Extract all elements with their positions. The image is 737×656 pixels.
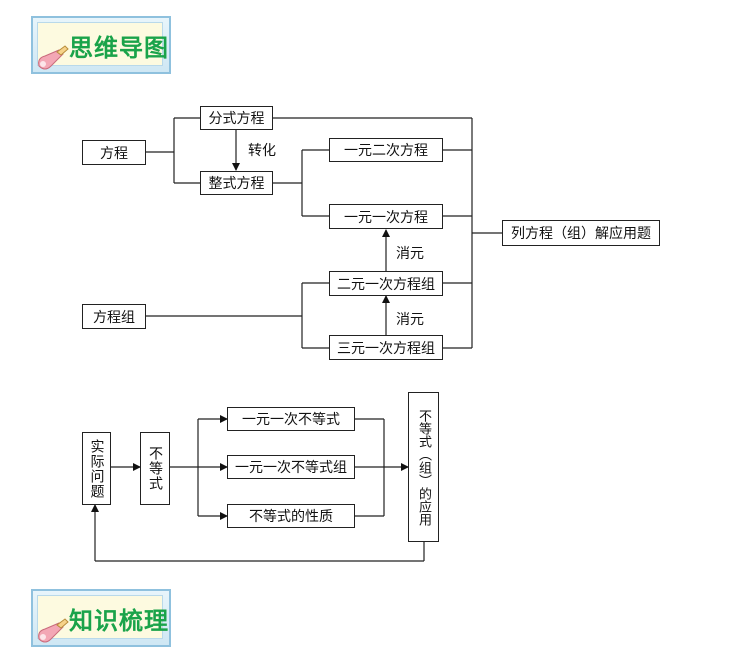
node-yiyuan-erci: 一元二次方程 [329,138,443,162]
node-sanyuan-fangchengzu: 三元一次方程组 [329,335,443,360]
node-zhengshi-fangcheng: 整式方程 [200,171,273,195]
pencil-icon [38,618,69,643]
node-shiji-wenti: 实际问题 [82,432,111,505]
label-xiaoyuan-2: 消元 [396,312,424,328]
node-yiyuan-budengshi: 一元一次不等式 [227,407,355,431]
node-budengshi-xingzhi: 不等式的性质 [227,504,355,528]
node-fenshi-fangcheng: 分式方程 [200,106,273,130]
node-fangcheng: 方程 [82,140,146,165]
banner-title: 知识梳理 [69,607,169,635]
label-zhuanhua: 转化 [248,143,276,159]
node-erer-fangchengzu: 二元一次方程组 [329,271,443,296]
node-fangchengzu: 方程组 [82,304,146,329]
node-yiyuan-budengshi-zu: 一元一次不等式组 [227,455,355,479]
node-budengshi-yingyong: 不等式（组）的应用 [408,392,439,542]
pencil-icon [38,45,69,70]
mindmap-banner: 思维导图 [31,16,171,74]
banner-title: 思维导图 [69,34,169,62]
knowledge-banner: 知识梳理 [31,589,171,647]
node-application: 列方程（组）解应用题 [502,220,660,246]
node-yiyuan-yici: 一元一次方程 [329,204,443,229]
label-xiaoyuan-1: 消元 [396,246,424,262]
node-budengshi: 不等式 [140,432,170,505]
